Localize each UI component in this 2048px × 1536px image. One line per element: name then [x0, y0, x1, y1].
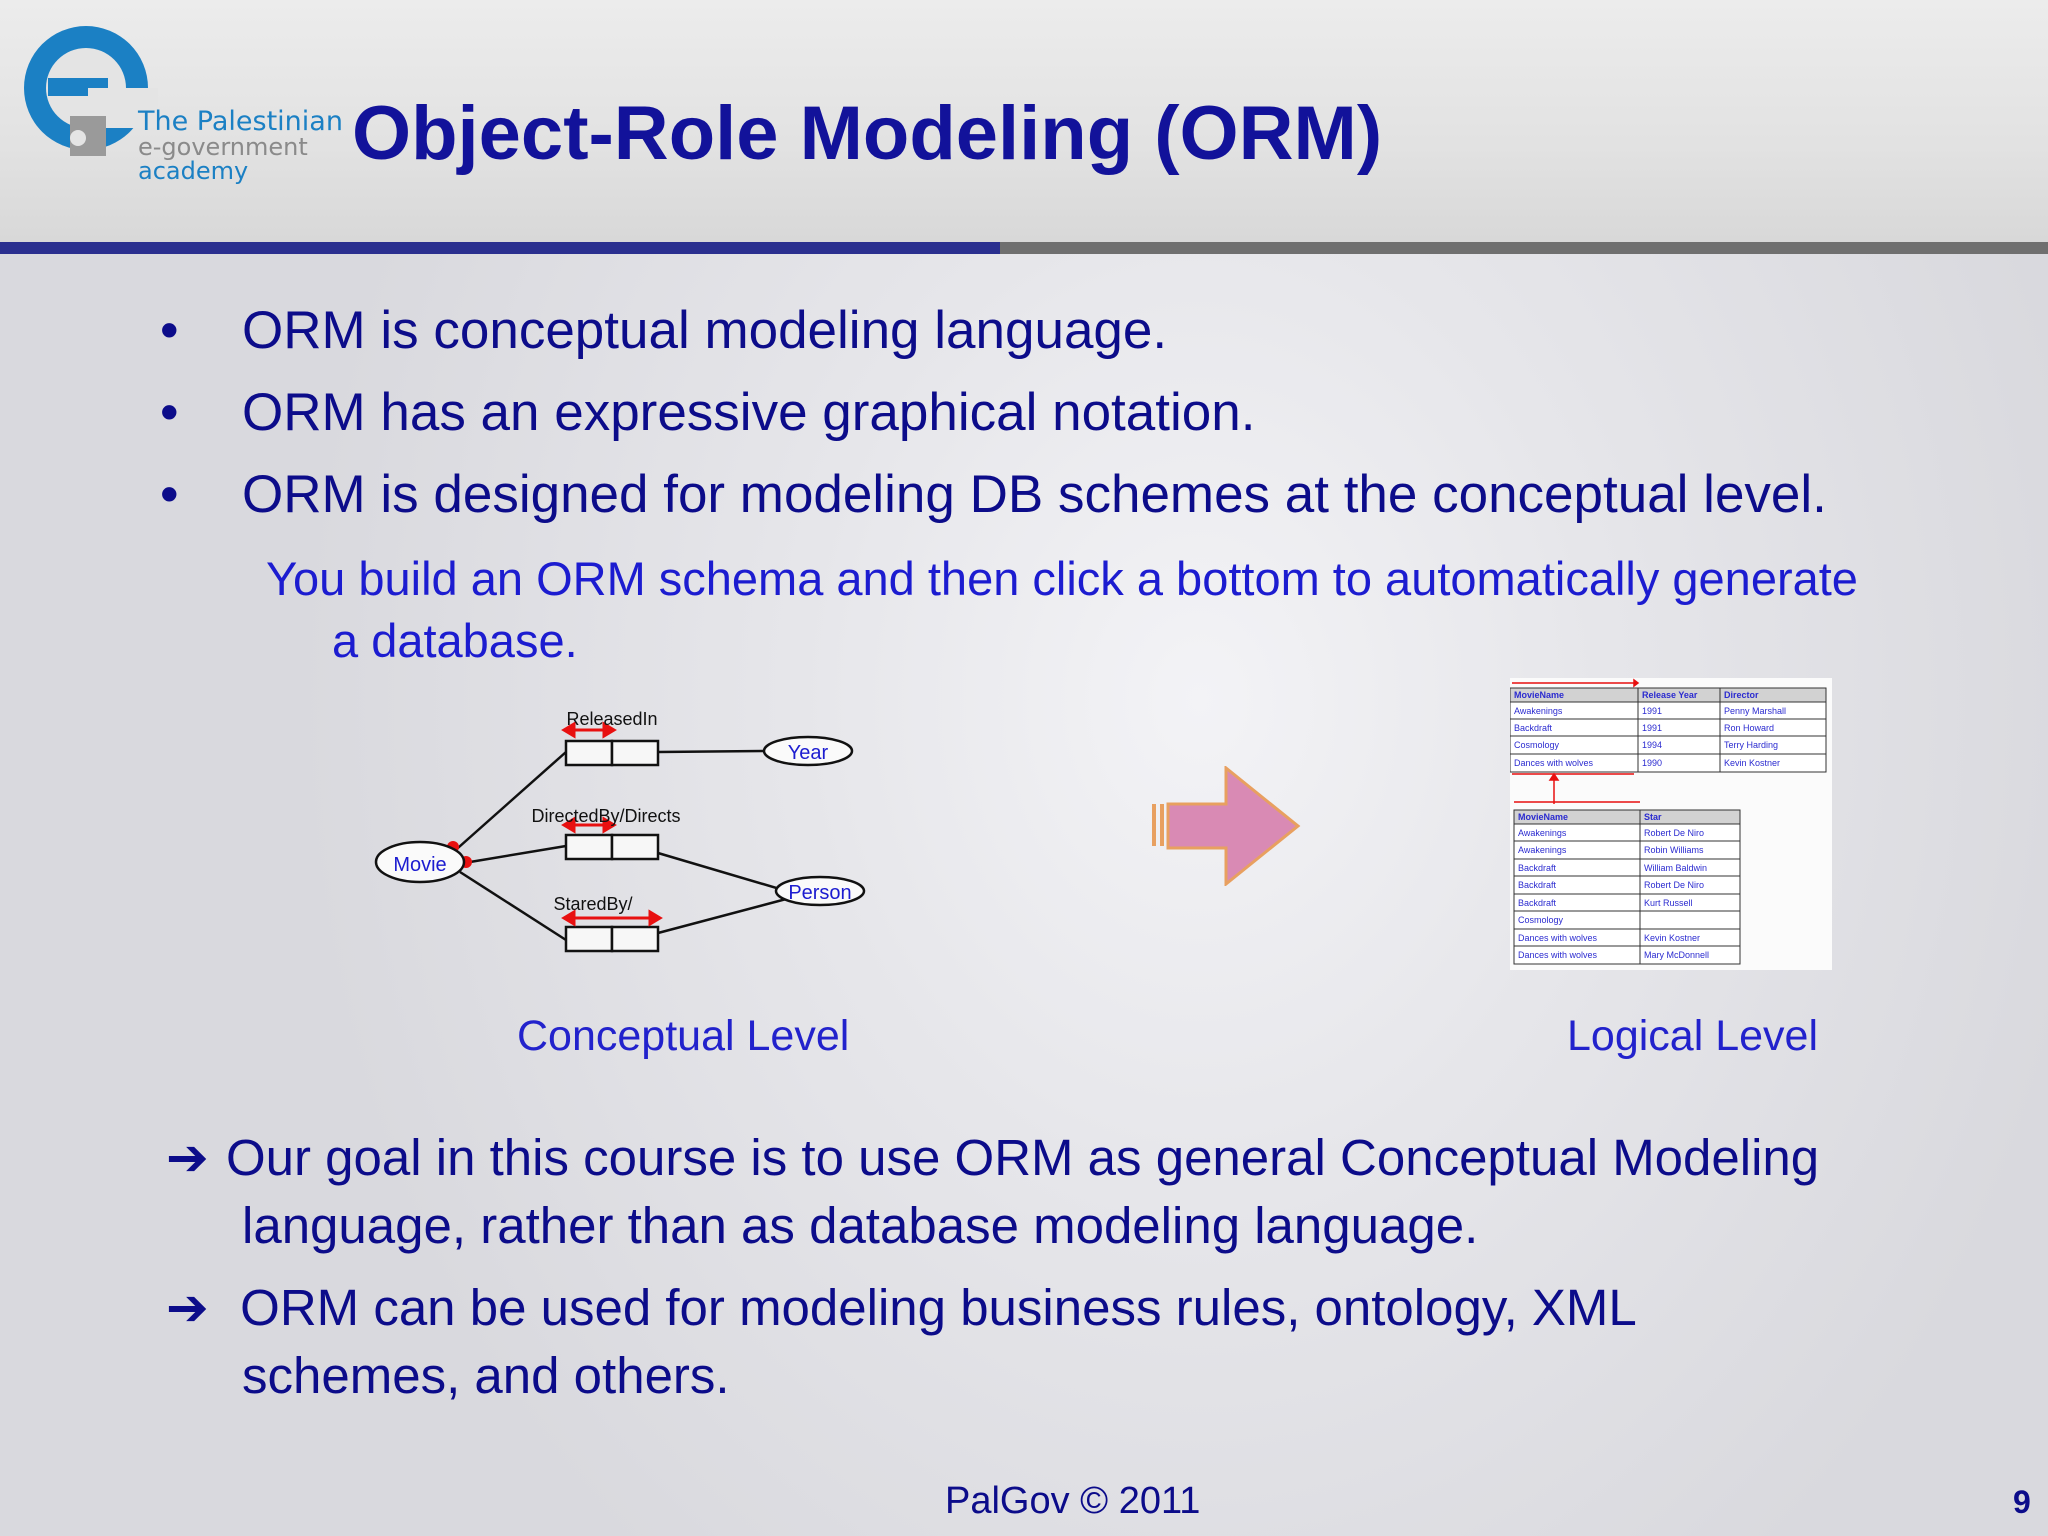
caption-conceptual-level: Conceptual Level — [517, 1012, 850, 1060]
t1-cell: 1990 — [1642, 758, 1662, 768]
t1-cell: Terry Harding — [1724, 740, 1778, 750]
arrow-right-icon: ➔ — [166, 1279, 209, 1336]
t1-cell: Penny Marshall — [1724, 706, 1786, 716]
entity-year-label: Year — [788, 742, 829, 764]
table-1: MovieName Release Year Director Awakenin… — [1510, 687, 1827, 773]
t2-cell: Kevin Kostner — [1644, 933, 1700, 943]
sub-line-2: a database. — [332, 614, 578, 667]
logo-line-2: e-government — [138, 133, 308, 161]
footer-copyright: PalGov © 2011 — [945, 1480, 1201, 1522]
t2-cell: Backdraft — [1518, 863, 1557, 873]
t2-cell: Robert De Niro — [1644, 880, 1704, 890]
arrow-right-icon: ➔ — [166, 1129, 209, 1186]
t1-header-2: Director — [1724, 690, 1759, 700]
t2-cell: Kurt Russell — [1644, 898, 1693, 908]
bullet-marker: • — [160, 383, 179, 442]
t2-cell: Backdraft — [1518, 898, 1557, 908]
t2-cell: Robert De Niro — [1644, 828, 1704, 838]
fact-label-directedby: DirectedBy/Directs — [531, 806, 680, 826]
logo-text: The Palestinian e-government academy — [138, 108, 343, 183]
orm-diagram: Movie Year Person ReleasedIn DirectedBy/… — [374, 709, 866, 953]
sub-line-1: You build an ORM schema and then click a… — [266, 552, 1858, 605]
bullet-marker: • — [160, 301, 179, 360]
t2-cell: Cosmology — [1518, 915, 1564, 925]
t1-cell: 1991 — [1642, 723, 1662, 733]
fact-boxes — [564, 739, 660, 953]
t2-cell: Awakenings — [1518, 845, 1567, 855]
t2-cell: Dances with wolves — [1518, 933, 1598, 943]
header-rule-blue — [0, 242, 1000, 254]
logo-line-3: academy — [138, 157, 249, 185]
fact-label-releasedin: ReleasedIn — [566, 709, 657, 729]
entity-movie-label: Movie — [393, 854, 446, 876]
bullet-item: • ORM has an expressive graphical notati… — [160, 382, 2020, 464]
sub-explanation: You build an ORM schema and then click a… — [266, 548, 2026, 672]
goal-text-line-1: Our goal in this course is to use ORM as… — [226, 1129, 1820, 1186]
bullet-marker: • — [160, 465, 179, 524]
logo-e-icon — [24, 26, 158, 156]
header-band — [0, 0, 2048, 242]
bullet-item: • ORM is designed for modeling DB scheme… — [160, 464, 2020, 546]
entity-person-label: Person — [788, 882, 851, 904]
goal-text-line-2: language, rather than as database modeli… — [242, 1197, 1479, 1254]
t2-cell: Awakenings — [1518, 828, 1567, 838]
t1-cell: Dances with wolves — [1514, 758, 1594, 768]
page-number: 9 — [2013, 1484, 2031, 1520]
t1-cell: Awakenings — [1514, 706, 1563, 716]
t1-header-1: Release Year — [1642, 690, 1698, 700]
t1-cell: 1991 — [1642, 706, 1662, 716]
t2-header-1: Star — [1644, 812, 1662, 822]
fact-label-staredby: StaredBy/ — [553, 894, 632, 914]
key-markers — [1512, 678, 1640, 804]
bullet-item: • ORM is conceptual modeling language. — [160, 300, 2020, 382]
entity-movie — [374, 840, 466, 884]
goal-text-line-1: ORM can be used for modeling business ru… — [226, 1279, 1637, 1336]
goal-statement: ➔ Our goal in this course is to use ORM a… — [166, 1124, 2026, 1260]
t1-cell: Kevin Kostner — [1724, 758, 1780, 768]
t2-cell: Mary McDonnell — [1644, 950, 1709, 960]
academy-logo: The Palestinian e-government academy — [18, 20, 343, 183]
bullet-text: ORM has an expressive graphical notation… — [242, 383, 1256, 442]
logical-tables: MovieName Release Year Director Awakenin… — [1510, 678, 1832, 970]
t1-cell: Cosmology — [1514, 740, 1560, 750]
transform-arrow-icon — [1152, 766, 1301, 886]
bullet-text: ORM is designed for modeling DB schemes … — [242, 465, 1827, 524]
goal-text-line-2: schemes, and others. — [242, 1347, 730, 1404]
t2-cell: William Baldwin — [1644, 863, 1707, 873]
slide-title: Object-Role Modeling (ORM) — [352, 91, 1383, 176]
t2-cell: Dances with wolves — [1518, 950, 1598, 960]
t2-cell: Backdraft — [1518, 880, 1557, 890]
t1-cell: Backdraft — [1514, 723, 1553, 733]
t1-cell: 1994 — [1642, 740, 1662, 750]
bullet-text: ORM is conceptual modeling language. — [242, 301, 1168, 360]
entity-person — [774, 875, 866, 907]
uniqueness-arrows — [561, 721, 663, 927]
bullet-list: • ORM is conceptual modeling language. •… — [160, 300, 2020, 546]
entity-year — [762, 735, 854, 767]
header-rule-grey — [1000, 242, 2048, 254]
t2-header-0: MovieName — [1518, 812, 1568, 822]
table-2: MovieName Star Awakenings Robert De Niro… — [1513, 809, 1741, 965]
t1-header-0: MovieName — [1514, 690, 1564, 700]
goal-statement: ➔ ORM can be used for modeling business … — [166, 1274, 2026, 1410]
t1-cell: Ron Howard — [1724, 723, 1774, 733]
t2-cell: Robin Williams — [1644, 845, 1704, 855]
caption-logical-level: Logical Level — [1567, 1012, 1819, 1060]
logo-line-1: The Palestinian — [138, 106, 343, 137]
